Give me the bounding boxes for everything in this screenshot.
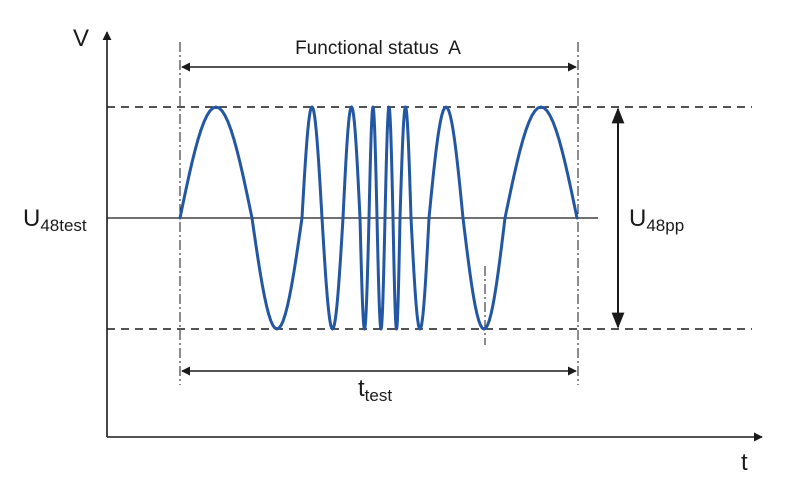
u48test-subscript: 48test — [40, 216, 87, 235]
ttest-subscript: test — [365, 386, 393, 405]
y-axis-label: V — [73, 25, 89, 52]
ttest-label: ttest — [358, 375, 392, 405]
u48test-main: U — [23, 205, 40, 232]
u48pp-main: U — [629, 205, 646, 232]
chirp-waveform — [178, 105, 579, 331]
functional-status-label: Functional status A — [295, 38, 461, 59]
u48pp-subscript: 48pp — [646, 216, 684, 235]
x-axis-label: t — [741, 449, 748, 476]
u48pp-label: U48pp — [629, 205, 684, 235]
ttest-main: t — [358, 375, 365, 402]
u48test-label: U48test — [23, 205, 87, 235]
